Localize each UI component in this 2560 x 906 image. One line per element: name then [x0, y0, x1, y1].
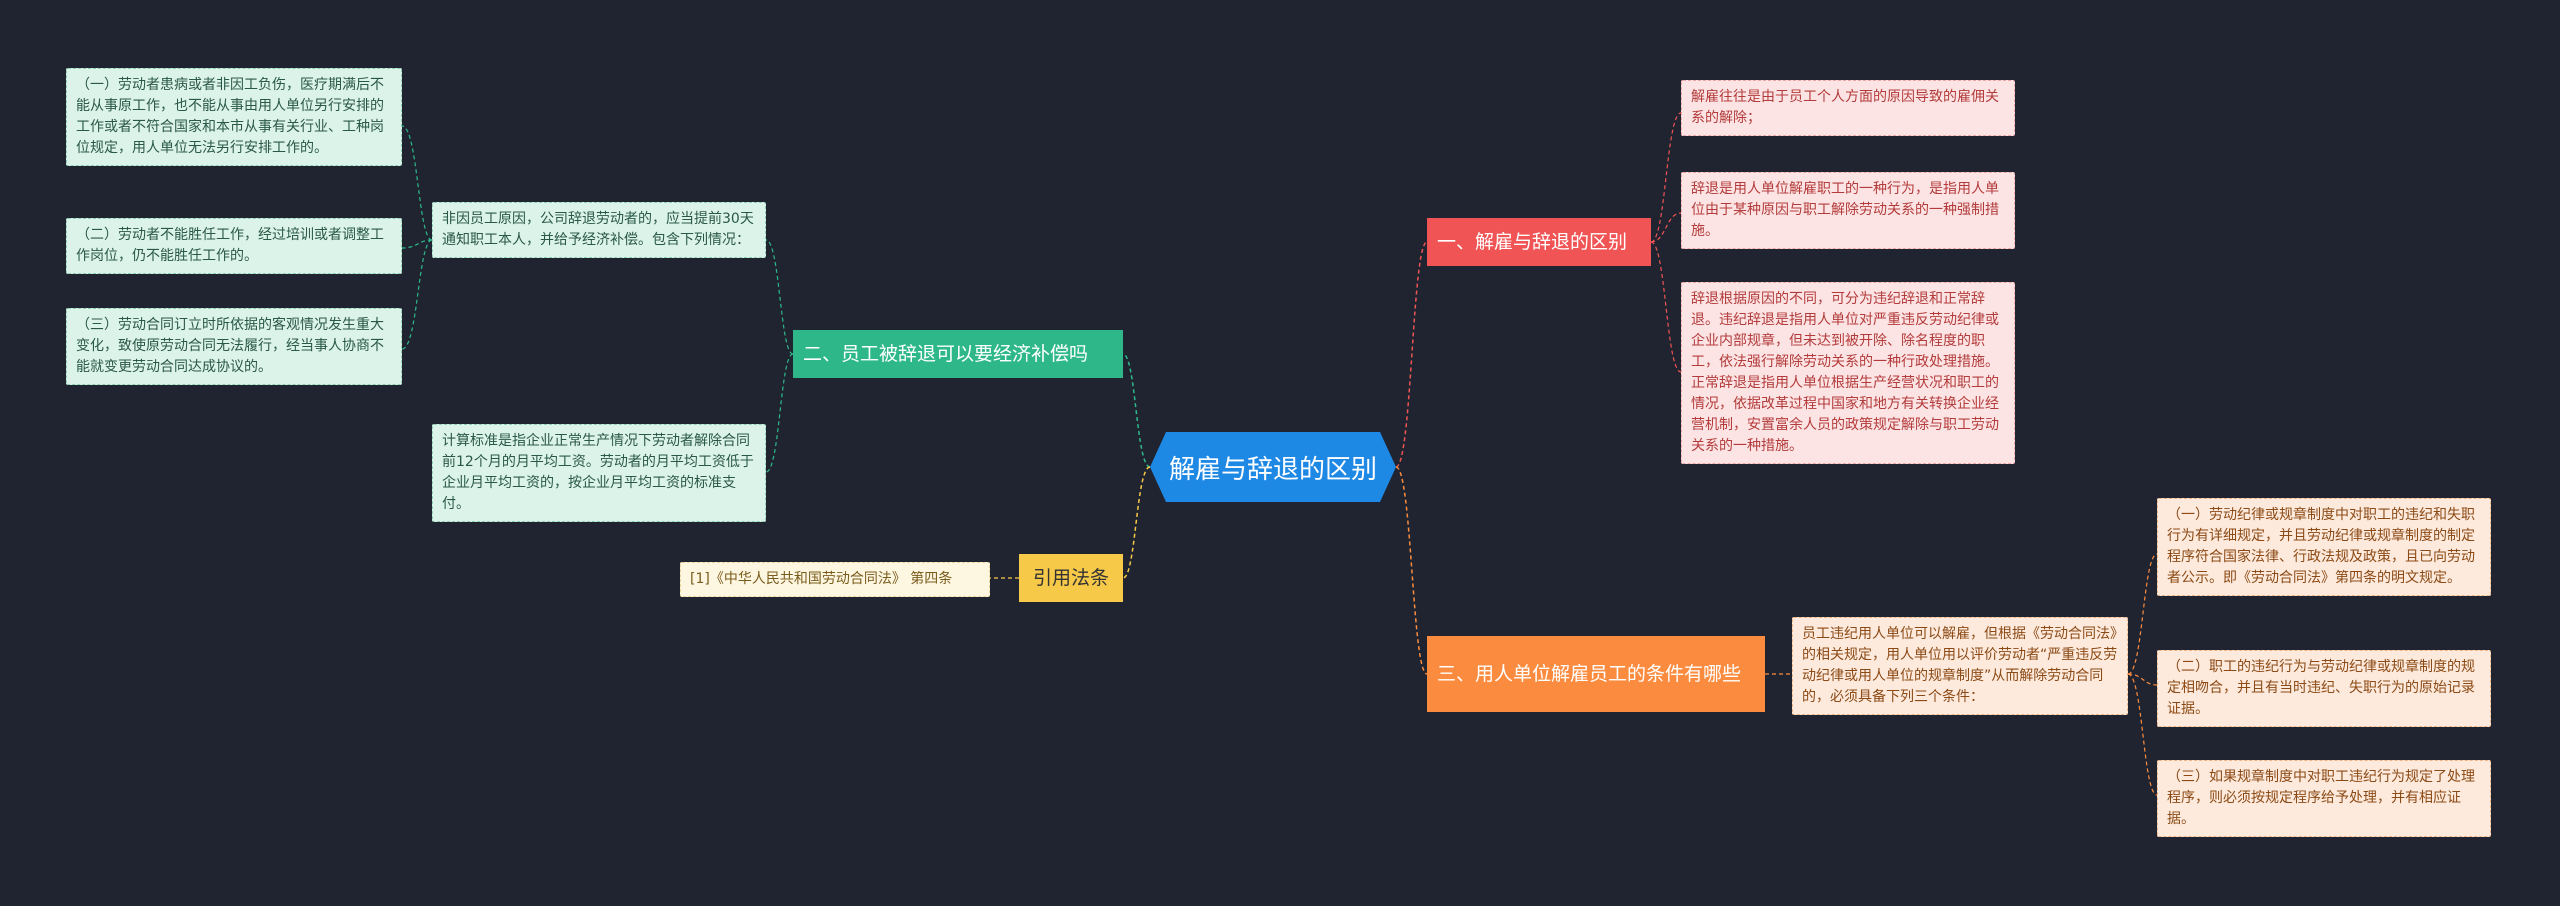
link-g1-g3 [401, 125, 433, 241]
branch-difference[interactable]: 一、解雇与辞退的区别 [1427, 218, 1651, 266]
link-o1-o4 [2127, 673, 2158, 796]
leaf-case-incompetence[interactable]: （二）劳动者不能胜任工作，经过培训或者调整工作岗位，仍不能胜任工作的。 [66, 218, 402, 274]
leaf-labor-contract-law[interactable]: [1]《中华人民共和国劳动合同法》 第四条 [680, 562, 990, 597]
link-b1-l2 [1650, 212, 1682, 243]
leaf-case-illness[interactable]: （一）劳动者患病或者非因工负伤，医疗期满后不能从事原工作，也不能从事由用人单位另… [66, 68, 402, 166]
leaf-calculation-standard[interactable]: 计算标准是指企业正常生产情况下劳动者解除合同前12个月的月平均工资。劳动者的月平… [432, 424, 766, 522]
leaf-condition-three[interactable]: （三）如果规章制度中对职工违纪行为规定了处理程序，则必须按规定程序给予处理，并有… [2157, 760, 2491, 837]
central-topic[interactable]: 解雇与辞退的区别 [1150, 432, 1396, 502]
leaf-condition-two[interactable]: （二）职工的违纪行为与劳动纪律或规章制度的规定相吻合，并且有当时违纪、失职行为的… [2157, 650, 2491, 727]
branch-compensation[interactable]: 二、员工被辞退可以要经济补偿吗 [793, 330, 1123, 378]
leaf-three-conditions[interactable]: 员工违纪用人单位可以解雇，但根据《劳动合同法》的相关规定，用人单位用以评价劳动者… [1792, 617, 2128, 715]
link-b2-g1 [765, 239, 794, 355]
branch-dismissal-conditions[interactable]: 三、用人单位解雇员工的条件有哪些 [1427, 636, 1765, 712]
link-g1-g5 [401, 239, 433, 350]
link-center-b1 [1395, 241, 1428, 468]
link-center-b2 [1122, 353, 1151, 468]
leaf-case-circumstance-change[interactable]: （三）劳动合同订立时所依据的客观情况发生重大变化，致使原劳动合同无法履行，经当事… [66, 308, 402, 385]
link-b1-l1 [1650, 112, 1682, 243]
link-o1-o3 [2127, 673, 2158, 686]
leaf-dismissal-definition[interactable]: 解雇往往是由于员工个人方面的原因导致的雇佣关系的解除； [1681, 80, 2015, 136]
leaf-discharge-definition[interactable]: 辞退是用人单位解雇职工的一种行为，是指用人单位由于某种原因与职工解除劳动关系的一… [1681, 172, 2015, 249]
link-g1-g4 [401, 239, 433, 249]
leaf-discharge-types[interactable]: 辞退根据原因的不同，可分为违纪辞退和正常辞退。违纪辞退是指用人单位对严重违反劳动… [1681, 282, 2015, 464]
link-b2-g2 [765, 353, 794, 473]
link-b1-l3 [1650, 241, 1682, 373]
link-center-b4 [1395, 466, 1428, 675]
link-o1-o2 [2127, 553, 2158, 675]
branch-cited-law[interactable]: 引用法条 [1019, 554, 1123, 602]
leaf-notice-compensation[interactable]: 非因员工原因，公司辞退劳动者的，应当提前30天通知职工本人，并给予经济补偿。包含… [432, 202, 766, 258]
link-center-b3 [1122, 466, 1151, 579]
leaf-condition-one[interactable]: （一）劳动纪律或规章制度中对职工的违纪和失职行为有详细规定，并且劳动纪律或规章制… [2157, 498, 2491, 596]
